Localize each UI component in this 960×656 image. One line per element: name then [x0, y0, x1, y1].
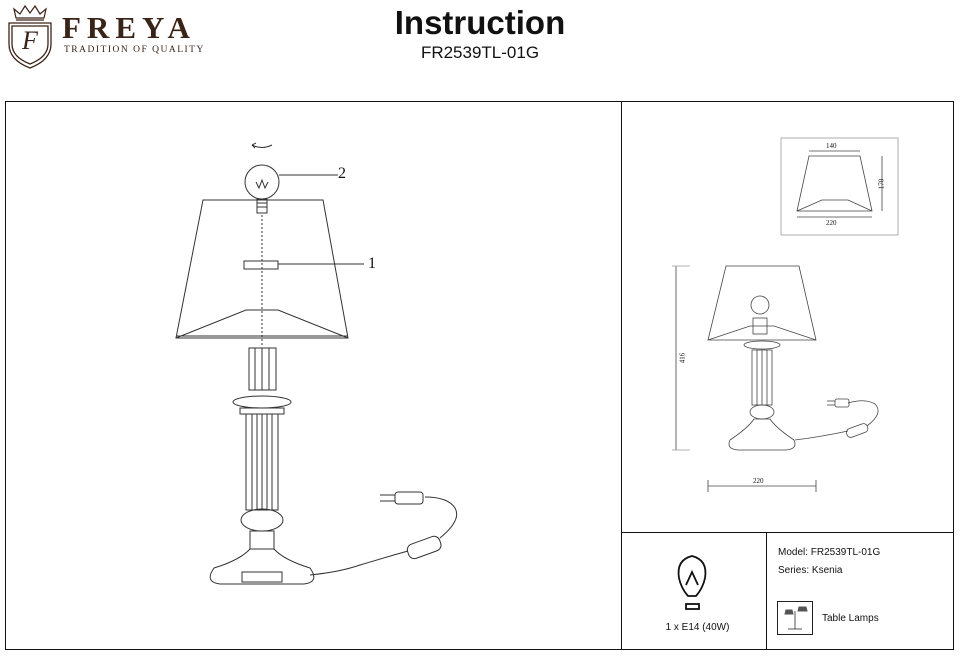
model-code: FR2539TL-01G: [420, 43, 540, 62]
brand-name: FREYA: [62, 10, 196, 45]
crown-icon: [13, 4, 47, 21]
callout-1: 1: [368, 255, 376, 272]
page-title: Instruction: [394, 4, 566, 41]
power-cord: [309, 491, 458, 576]
product-category: Table Lamps: [822, 613, 879, 624]
dim-lamp-width: 220: [753, 477, 764, 485]
table-lamp-icon: [777, 601, 813, 635]
lamp-shade: [175, 199, 364, 339]
dim-shade-bottom: 220: [826, 219, 837, 227]
lamp-body: [209, 395, 315, 585]
monogram: F: [22, 26, 38, 55]
brand-tagline: TRADITION OF QUALITY: [64, 45, 205, 55]
cord-switch: [406, 535, 442, 560]
bulb: [244, 164, 338, 214]
frame-divider-info: [766, 532, 768, 650]
rotate-arrow-icon: [251, 144, 273, 148]
callout-2: 2: [338, 165, 346, 182]
shield-icon: [8, 22, 52, 69]
lamp-holder: [248, 347, 277, 391]
brand-logo: [8, 4, 52, 69]
product-series: Series: Ksenia: [778, 565, 843, 576]
product-model: Model: FR2539TL-01G: [778, 547, 881, 558]
bulb-spec: 1 x E14 (40W): [665, 622, 730, 633]
frame-divider-horizontal: [621, 532, 954, 534]
frame-divider-vertical: [621, 101, 623, 650]
dim-shade-top: 140: [826, 142, 837, 150]
drawing-frame: [5, 101, 954, 650]
shade-dimension-box: [780, 137, 899, 236]
